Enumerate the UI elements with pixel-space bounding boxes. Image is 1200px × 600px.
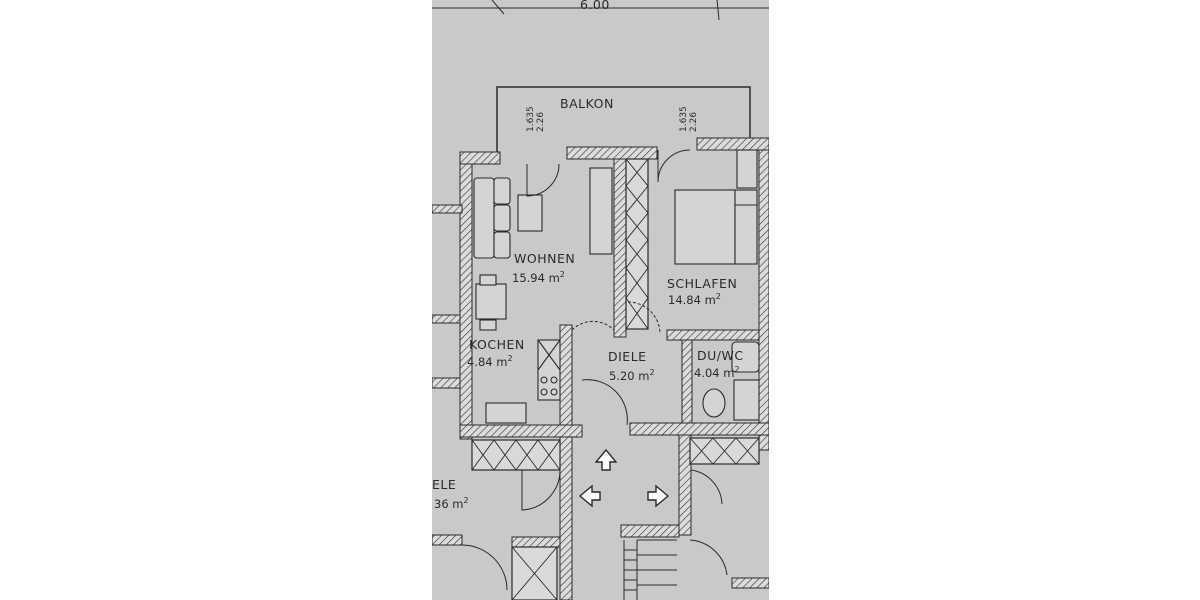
- top-dimension: [432, 0, 769, 21]
- svg-text:4.04 m2: 4.04 m2: [694, 365, 740, 380]
- window-dimension-left: 1.635 2.26: [526, 106, 546, 132]
- svg-text:15.94 m2: 15.94 m2: [512, 270, 565, 285]
- room-area-diele-exp: 2: [649, 368, 654, 377]
- room-name-duwc: DU/WC: [697, 348, 744, 363]
- room-area-schlafen-exp: 2: [716, 292, 721, 301]
- svg-text:14.84 m2: 14.84 m2: [668, 292, 721, 307]
- arrow-left-icon: [578, 484, 601, 508]
- bathroom-fittings: [702, 341, 760, 421]
- room-name-wohnen: WOHNEN: [514, 251, 575, 266]
- room-area-duwc-exp: 2: [734, 365, 739, 374]
- bedroom-furniture: [674, 149, 758, 265]
- room-name-diele: DIELE: [608, 349, 647, 364]
- floor-plan: 6.00 BALKON 1.635 2.26 1.635 2.26: [432, 0, 769, 600]
- window-dim-left-top: 1.635: [526, 106, 536, 132]
- window-dimension-right: 1.635 2.26: [679, 106, 699, 132]
- entrance-arrows: [578, 448, 670, 508]
- room-area-diele-left: 36 m: [434, 497, 464, 511]
- floor-plan-drawing: 6.00 BALKON 1.635 2.26 1.635 2.26: [432, 0, 769, 600]
- room-name-balkon: BALKON: [560, 96, 614, 111]
- svg-text:5.20 m2: 5.20 m2: [609, 368, 655, 383]
- window-dim-right-bottom: 2.26: [689, 112, 699, 132]
- arrow-right-icon: [647, 484, 670, 508]
- room-name-kochen: KOCHEN: [469, 337, 525, 352]
- storage-cabinets: [471, 158, 760, 600]
- svg-text:36 m2: 36 m2: [434, 496, 469, 511]
- window-dim-right-top: 1.635: [679, 106, 689, 132]
- room-area-diele-left-exp: 2: [464, 496, 469, 505]
- room-area-kochen-exp: 2: [507, 354, 512, 363]
- room-area-diele: 5.20 m: [609, 369, 649, 383]
- walls: [432, 137, 769, 600]
- cabinet-crosses: [471, 158, 760, 600]
- window-dim-left-bottom: 2.26: [536, 112, 546, 132]
- room-area-schlafen: 14.84 m: [668, 293, 716, 307]
- kitchen-fittings: [485, 339, 561, 424]
- room-area-kochen: 4.84 m: [467, 355, 507, 369]
- balcony-outline: [496, 86, 751, 152]
- room-area-wohnen: 15.94 m: [512, 271, 560, 285]
- top-dimension-label: 6.00: [580, 0, 610, 12]
- staircase: [623, 539, 677, 600]
- arrow-up-icon: [594, 448, 618, 471]
- door-swings: [461, 149, 728, 591]
- room-name-diele-left: ELE: [432, 477, 456, 492]
- room-area-duwc: 4.04 m: [694, 366, 734, 380]
- svg-text:4.84 m2: 4.84 m2: [467, 354, 513, 369]
- living-furniture: [473, 167, 613, 331]
- room-name-schlafen: SCHLAFEN: [667, 276, 737, 291]
- room-area-wohnen-exp: 2: [560, 270, 565, 279]
